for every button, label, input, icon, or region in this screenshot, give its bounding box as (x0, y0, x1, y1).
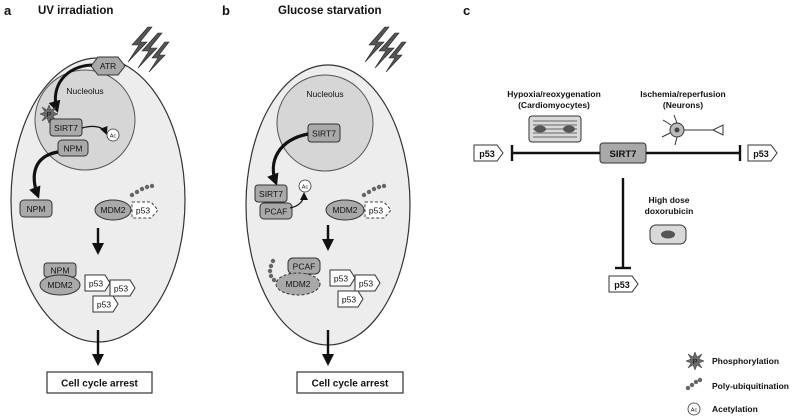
p53-free-1-b: p53 (329, 269, 356, 287)
atr-to-sirt7-arrow (48, 63, 93, 113)
sirt7-box-nucleolus-b (307, 123, 341, 143)
ubiquitin-chain-complex-b (267, 258, 277, 283)
p53-label-bound-b: p53 (369, 206, 383, 216)
ac-label-b: Ac (302, 185, 309, 191)
mdm2-ellipse-a (94, 199, 132, 221)
sirt7-label-nucleolus-b: SIRT7 (312, 129, 336, 139)
p53-left-c: p53 (473, 144, 504, 162)
pcaf-box-b (259, 202, 293, 220)
legend-phosphorylation-label: Phosphorylation (712, 356, 779, 366)
legend-ubiquitin-icon (685, 377, 703, 391)
panel-b-letter: b (222, 3, 230, 18)
p53-free-1-a: p53 (84, 274, 111, 292)
neuron-icon (661, 114, 724, 146)
mdm2-ellipse-complex-a (39, 274, 81, 296)
acetyl-icon-b (298, 179, 312, 193)
sirt7-export-arrow (267, 132, 309, 186)
lightning-icon (127, 26, 170, 73)
p53-free-2-b: p53 (354, 274, 381, 292)
npm-label-nucleolus: NPM (64, 144, 83, 154)
panel-c-letter: c (463, 3, 470, 18)
p53-right-c: p53 (747, 144, 778, 162)
p53-free-2-a: p53 (109, 279, 136, 297)
svg-text:p53: p53 (359, 279, 373, 289)
ac-label-a: Ac (110, 134, 117, 140)
ischemia-label-line1: Ischemia/reperfusion (640, 89, 726, 99)
doxorubicin-label-line2: doxorubicin (645, 206, 694, 216)
atr-label: ATR (100, 61, 116, 71)
p53-box-bound-a (131, 201, 159, 219)
outcome-label-b: Cell cycle arrest (312, 379, 389, 390)
pcaf-to-ac-arrow (289, 192, 308, 209)
sirt7-label-c: SIRT7 (610, 149, 637, 160)
p53-free-3-a: p53 (92, 295, 119, 313)
outcome-box-b (296, 371, 404, 394)
legend-acetylation-label: Acetylation (712, 404, 758, 414)
p53-bottom-c: p53 (608, 275, 639, 293)
sirt7-box-cytoplasm-b (254, 184, 288, 203)
panel-a-letter: a (4, 3, 12, 18)
ischemia-label-line2: (Neurons) (663, 100, 703, 110)
atr-hexagon: ATR (90, 56, 126, 76)
npm-box-nucleolus (57, 139, 89, 157)
sirt7-label-cytoplasm-b: SIRT7 (259, 189, 283, 199)
p53-label-bound-a: p53 (136, 206, 150, 216)
svg-text:p53: p53 (342, 295, 356, 305)
panel-b-title: Glucose starvation (278, 5, 382, 17)
npm-export-arrow (29, 150, 59, 199)
nucleolus-b (276, 74, 374, 172)
svg-text:p53: p53 (753, 149, 769, 159)
p53-box-bound-b (364, 201, 392, 219)
mdm2-label-b: MDM2 (332, 205, 357, 215)
svg-text:p53: p53 (479, 149, 495, 159)
legend-phosphorylation-icon: P (685, 351, 705, 371)
outcome-box-a (46, 371, 153, 394)
nucleolus-label-a: Nucleolus (66, 86, 103, 96)
ubiquitin-chain-b (361, 183, 387, 198)
phospho-p-label: P (46, 110, 51, 119)
legend-acetyl-icon (687, 402, 701, 416)
npm-label-cytoplasm: NPM (27, 204, 46, 214)
doxorubicin-label-line1: High dose (648, 195, 689, 205)
svg-text:p53: p53 (334, 274, 348, 284)
svg-text:p53: p53 (97, 300, 111, 310)
acetyl-icon-a (106, 128, 120, 142)
npm-label-complex: NPM (51, 266, 70, 276)
panel-a-title: UV irradiation (38, 5, 113, 17)
mdm2-ellipse-b (325, 199, 365, 221)
legend-p-label: P (692, 357, 697, 366)
sirt7-label-a: SIRT7 (54, 123, 78, 133)
legend: P Phosphorylation Poly-ubiquitination Ac… (685, 351, 789, 416)
ubiquitin-chain-a (129, 183, 155, 198)
p53-free-3-b: p53 (337, 290, 364, 308)
mdm2-label-complex-a: MDM2 (47, 280, 72, 290)
svg-text:p53: p53 (89, 279, 103, 289)
mdm2-label-complex-b: MDM2 (285, 279, 310, 289)
mdm2-ellipse-complex-b (275, 272, 321, 296)
hypoxia-label-line2: (Cardiomyocytes) (518, 100, 590, 110)
svg-text:p53: p53 (114, 284, 128, 294)
mdm2-label-a: MDM2 (100, 205, 125, 215)
pcaf-label-complex-b: PCAF (293, 262, 316, 272)
sirt7-to-ac-arrow (81, 125, 108, 135)
cardiomyocyte-icon (528, 115, 582, 143)
npm-box-cytoplasm (19, 199, 53, 218)
pcaf-label-b: PCAF (265, 207, 288, 217)
legend-polyubiquitination-label: Poly-ubiquitination (712, 381, 789, 391)
cell-icon-doxorubicin (649, 224, 687, 245)
outcome-label-a: Cell cycle arrest (61, 379, 138, 390)
hypoxia-label-line1: Hypoxia/reoxygenation (507, 89, 601, 99)
nucleolus-label-b: Nucleolus (306, 89, 343, 99)
legend-ac-label: Ac (691, 408, 698, 414)
lightning-icon (364, 26, 407, 73)
svg-text:p53: p53 (614, 280, 630, 290)
